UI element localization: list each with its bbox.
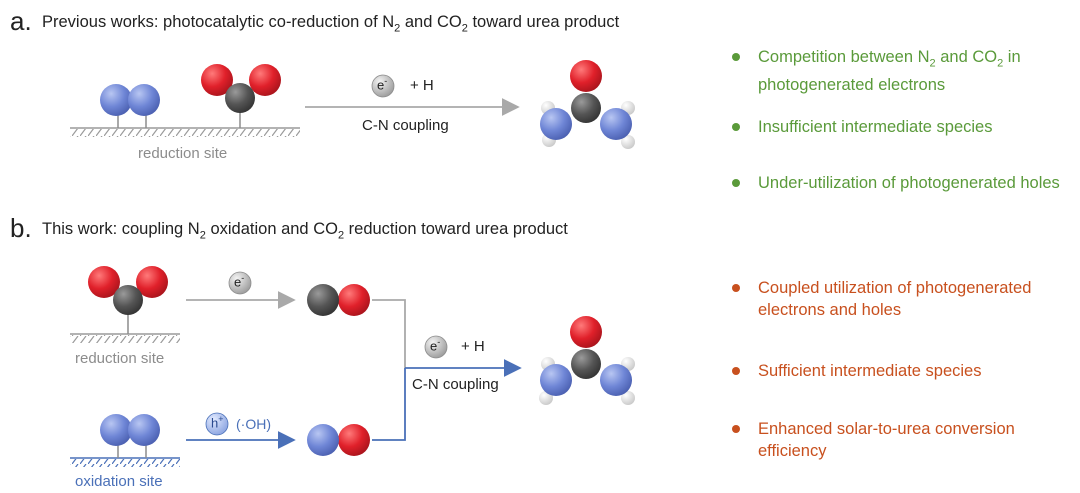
panel-a-reduction-surface xyxy=(70,127,300,137)
bullet-dot-icon xyxy=(732,425,740,433)
panel-b-plus-h: + H xyxy=(461,338,485,355)
panel-b-oxidation-surface xyxy=(70,457,180,467)
panel-a-electron-symbol: e- xyxy=(377,76,388,93)
panel-a-electron-icon xyxy=(371,74,395,98)
panel-b-electron-icon xyxy=(228,271,252,295)
panel-b-coupling-electron-symbol: e- xyxy=(430,337,441,354)
panel-b-coupling-label: C-N coupling xyxy=(412,376,499,393)
panel-b-oxidation-site-label: oxidation site xyxy=(75,473,163,490)
bullet-dot-icon xyxy=(732,367,740,375)
panel-b-oh-label: (·OH) xyxy=(236,416,271,432)
panel-b-no-connector xyxy=(372,368,406,441)
panel-a-reduction-site-label: reduction site xyxy=(138,145,228,162)
panel-b-hole-icon xyxy=(205,412,229,436)
panel-b-letter: b. xyxy=(10,213,32,243)
panel-b-electron-symbol: e- xyxy=(234,273,245,290)
panel-a-coupling-label: C-N coupling xyxy=(362,117,449,134)
panel-b-co2-molecule xyxy=(88,266,168,334)
panel-b-co-molecule xyxy=(307,284,370,316)
panel-a-title: Previous works: photocatalytic co-reduct… xyxy=(42,13,620,35)
panel-a-plus-h: + H xyxy=(410,77,434,94)
panel-b-n2-molecule xyxy=(100,414,160,458)
panel-a-n2-molecule xyxy=(100,84,160,128)
bullet-dot-icon xyxy=(732,123,740,131)
panel-a-urea-molecule xyxy=(540,60,635,149)
panel-a-co2-molecule xyxy=(201,64,281,128)
panel-b-title: This work: coupling N2 oxidation and CO2… xyxy=(42,220,568,242)
panel-b-reduction-surface xyxy=(70,333,180,343)
panel-b-coupling-electron-icon xyxy=(424,335,448,359)
bullet-dot-icon xyxy=(732,53,740,61)
panel-b-hole-symbol: h+ xyxy=(211,414,224,431)
panel-b-no-molecule xyxy=(307,424,370,456)
bullet-dot-icon xyxy=(732,284,740,292)
panel-a-letter: a. xyxy=(10,6,32,36)
panel-b-urea-molecule xyxy=(539,316,635,405)
bullet-dot-icon xyxy=(732,179,740,187)
panel-b-co-connector xyxy=(372,299,406,368)
panel-b-reduction-site-label: reduction site xyxy=(75,350,165,367)
